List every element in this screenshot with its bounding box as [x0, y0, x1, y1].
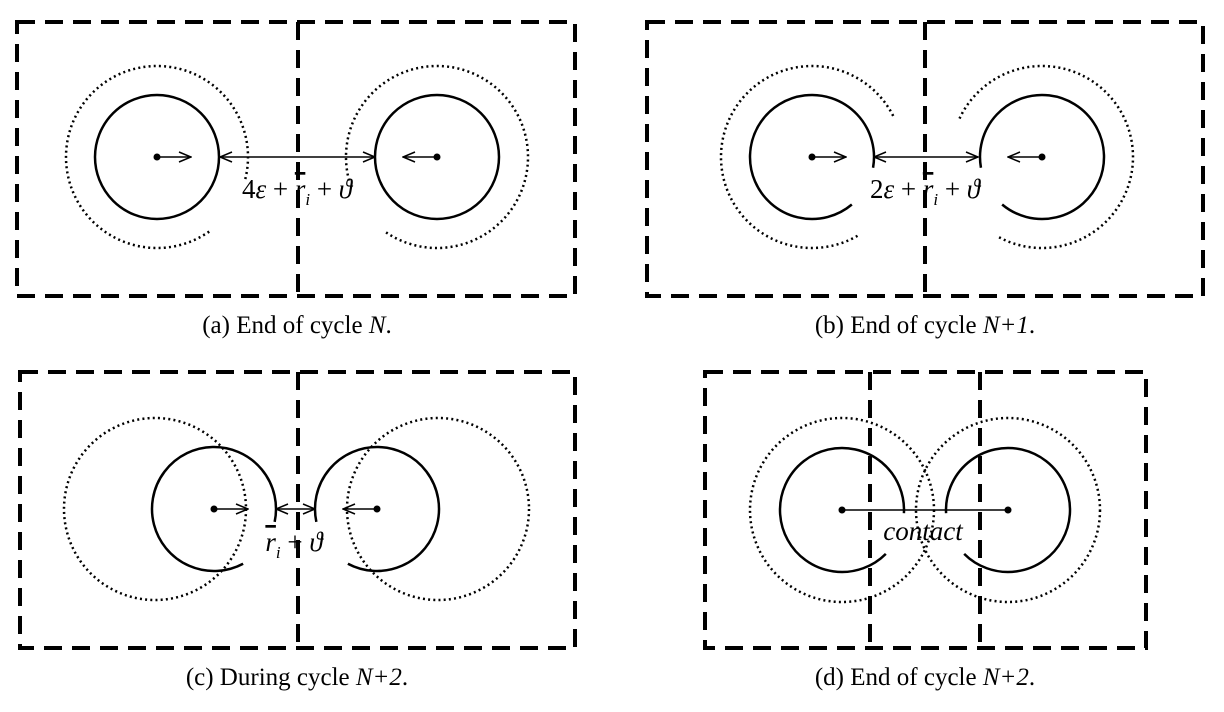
particle-center-right-b [1038, 153, 1046, 161]
particle-right-b [978, 93, 1106, 221]
search-radius-right-d [914, 416, 1102, 604]
particle-center-left-b [808, 153, 816, 161]
caption-a: (a) End of cycle N. [202, 312, 392, 339]
particle-left-c [150, 445, 278, 573]
particle-center-right-d [1004, 506, 1012, 514]
distance-label-c: ri + ϑ [265, 527, 324, 562]
caption-d: (d) End of cycle N+2. [815, 664, 1035, 691]
particle-center-right-c [373, 505, 381, 513]
cell-boundary-c [18, 370, 577, 650]
particle-center-left-c [210, 505, 218, 513]
search-radius-right-c [345, 416, 531, 602]
distance-label-a: 4ε + ri + ϑ [242, 174, 354, 209]
particle-right-c [313, 445, 441, 573]
particle-left-b [748, 93, 876, 221]
particle-center-left-a [153, 153, 161, 161]
search-radius-right-b [958, 64, 1135, 250]
particle-right-d [944, 446, 1072, 574]
particle-center-right-a [433, 153, 441, 161]
search-radius-right-a [344, 64, 530, 250]
particle-left-d [778, 446, 906, 574]
caption-b: (b) End of cycle N+1. [815, 312, 1035, 339]
cell-boundary-d [703, 370, 1148, 650]
distance-label-b: 2ε + ri + ϑ [870, 174, 982, 209]
cell-boundary-a [15, 20, 577, 298]
contact-label: contact [883, 516, 964, 546]
particle-center-left-d [838, 506, 846, 514]
search-radius-left-b [719, 64, 896, 250]
cell-boundary-b [645, 20, 1205, 298]
search-radius-left-a [64, 64, 250, 250]
caption-c: (c) During cycle N+2. [186, 664, 408, 691]
